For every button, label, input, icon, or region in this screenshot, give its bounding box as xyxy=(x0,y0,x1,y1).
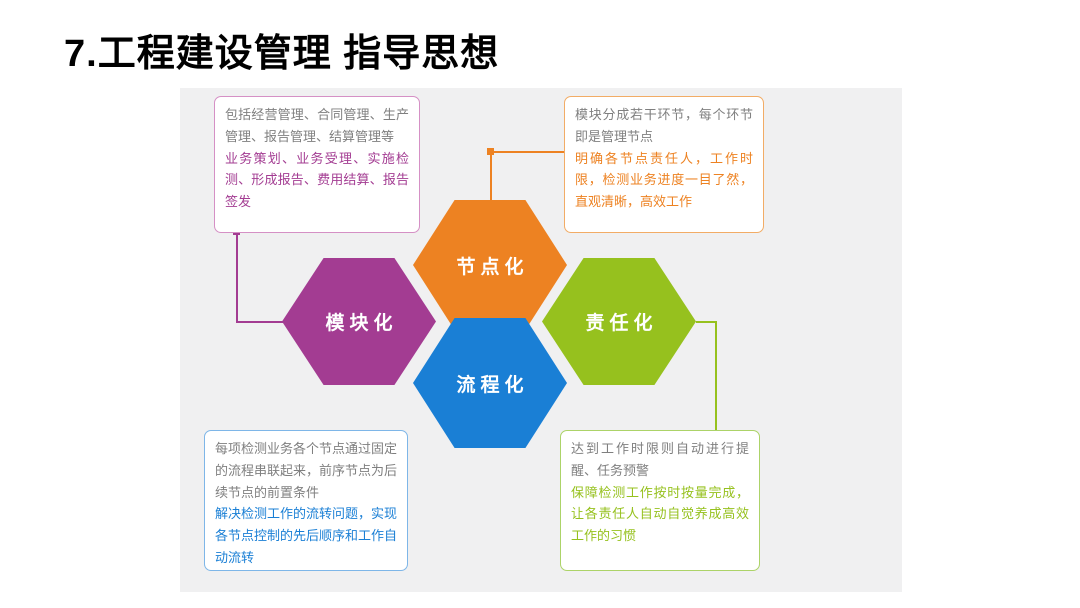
hexagon-node-label: 节点化 xyxy=(456,256,529,278)
callout-flow: 每项检测业务各个节点通过固定的流程串联起来，前序节点为后续节点的前置条件 解决检… xyxy=(204,430,408,571)
callout-flow-detail: 解决检测工作的流转问题，实现各节点控制的先后顺序和工作自动流转 xyxy=(215,506,398,566)
callout-node-summary: 模块分成若干环节，每个环节即是管理节点 xyxy=(575,107,753,144)
slide-title: 7.工程建设管理 指导思想 xyxy=(64,33,500,75)
connector-duty-line xyxy=(696,321,717,431)
callout-duty-summary: 达到工作时限则自动进行提醒、任务预警 xyxy=(571,441,749,478)
callout-module: 包括经营管理、合同管理、生产管理、报告管理、结算管理等 业务策划、业务受理、实施… xyxy=(214,96,420,233)
callout-node-detail: 明确各节点责任人，工作时限，检测业务进度一目了然，直观清晰，高效工作 xyxy=(575,150,753,210)
callout-duty-detail: 保障检测工作按时按量完成，让各责任人自动自觉养成高效工作的习惯 xyxy=(571,484,749,544)
callout-module-summary: 包括经营管理、合同管理、生产管理、报告管理、结算管理等 xyxy=(225,107,409,144)
callout-module-detail: 业务策划、业务受理、实施检测、形成报告、费用结算、报告签发 xyxy=(225,150,409,210)
connector-node-line xyxy=(490,151,565,201)
hexagon-duty-label: 责任化 xyxy=(585,313,658,334)
callout-flow-summary: 每项检测业务各个节点通过固定的流程串联起来，前序节点为后续节点的前置条件 xyxy=(215,441,398,500)
hexagon-flow-label: 流程化 xyxy=(456,374,529,396)
connector-node-dot xyxy=(487,148,494,155)
hexagon-module-label: 模块化 xyxy=(325,313,398,334)
callout-duty: 达到工作时限则自动进行提醒、任务预警 保障检测工作按时按量完成，让各责任人自动自… xyxy=(560,430,760,571)
callout-node: 模块分成若干环节，每个环节即是管理节点 明确各节点责任人，工作时限，检测业务进度… xyxy=(564,96,764,233)
connector-module-line xyxy=(236,231,283,323)
